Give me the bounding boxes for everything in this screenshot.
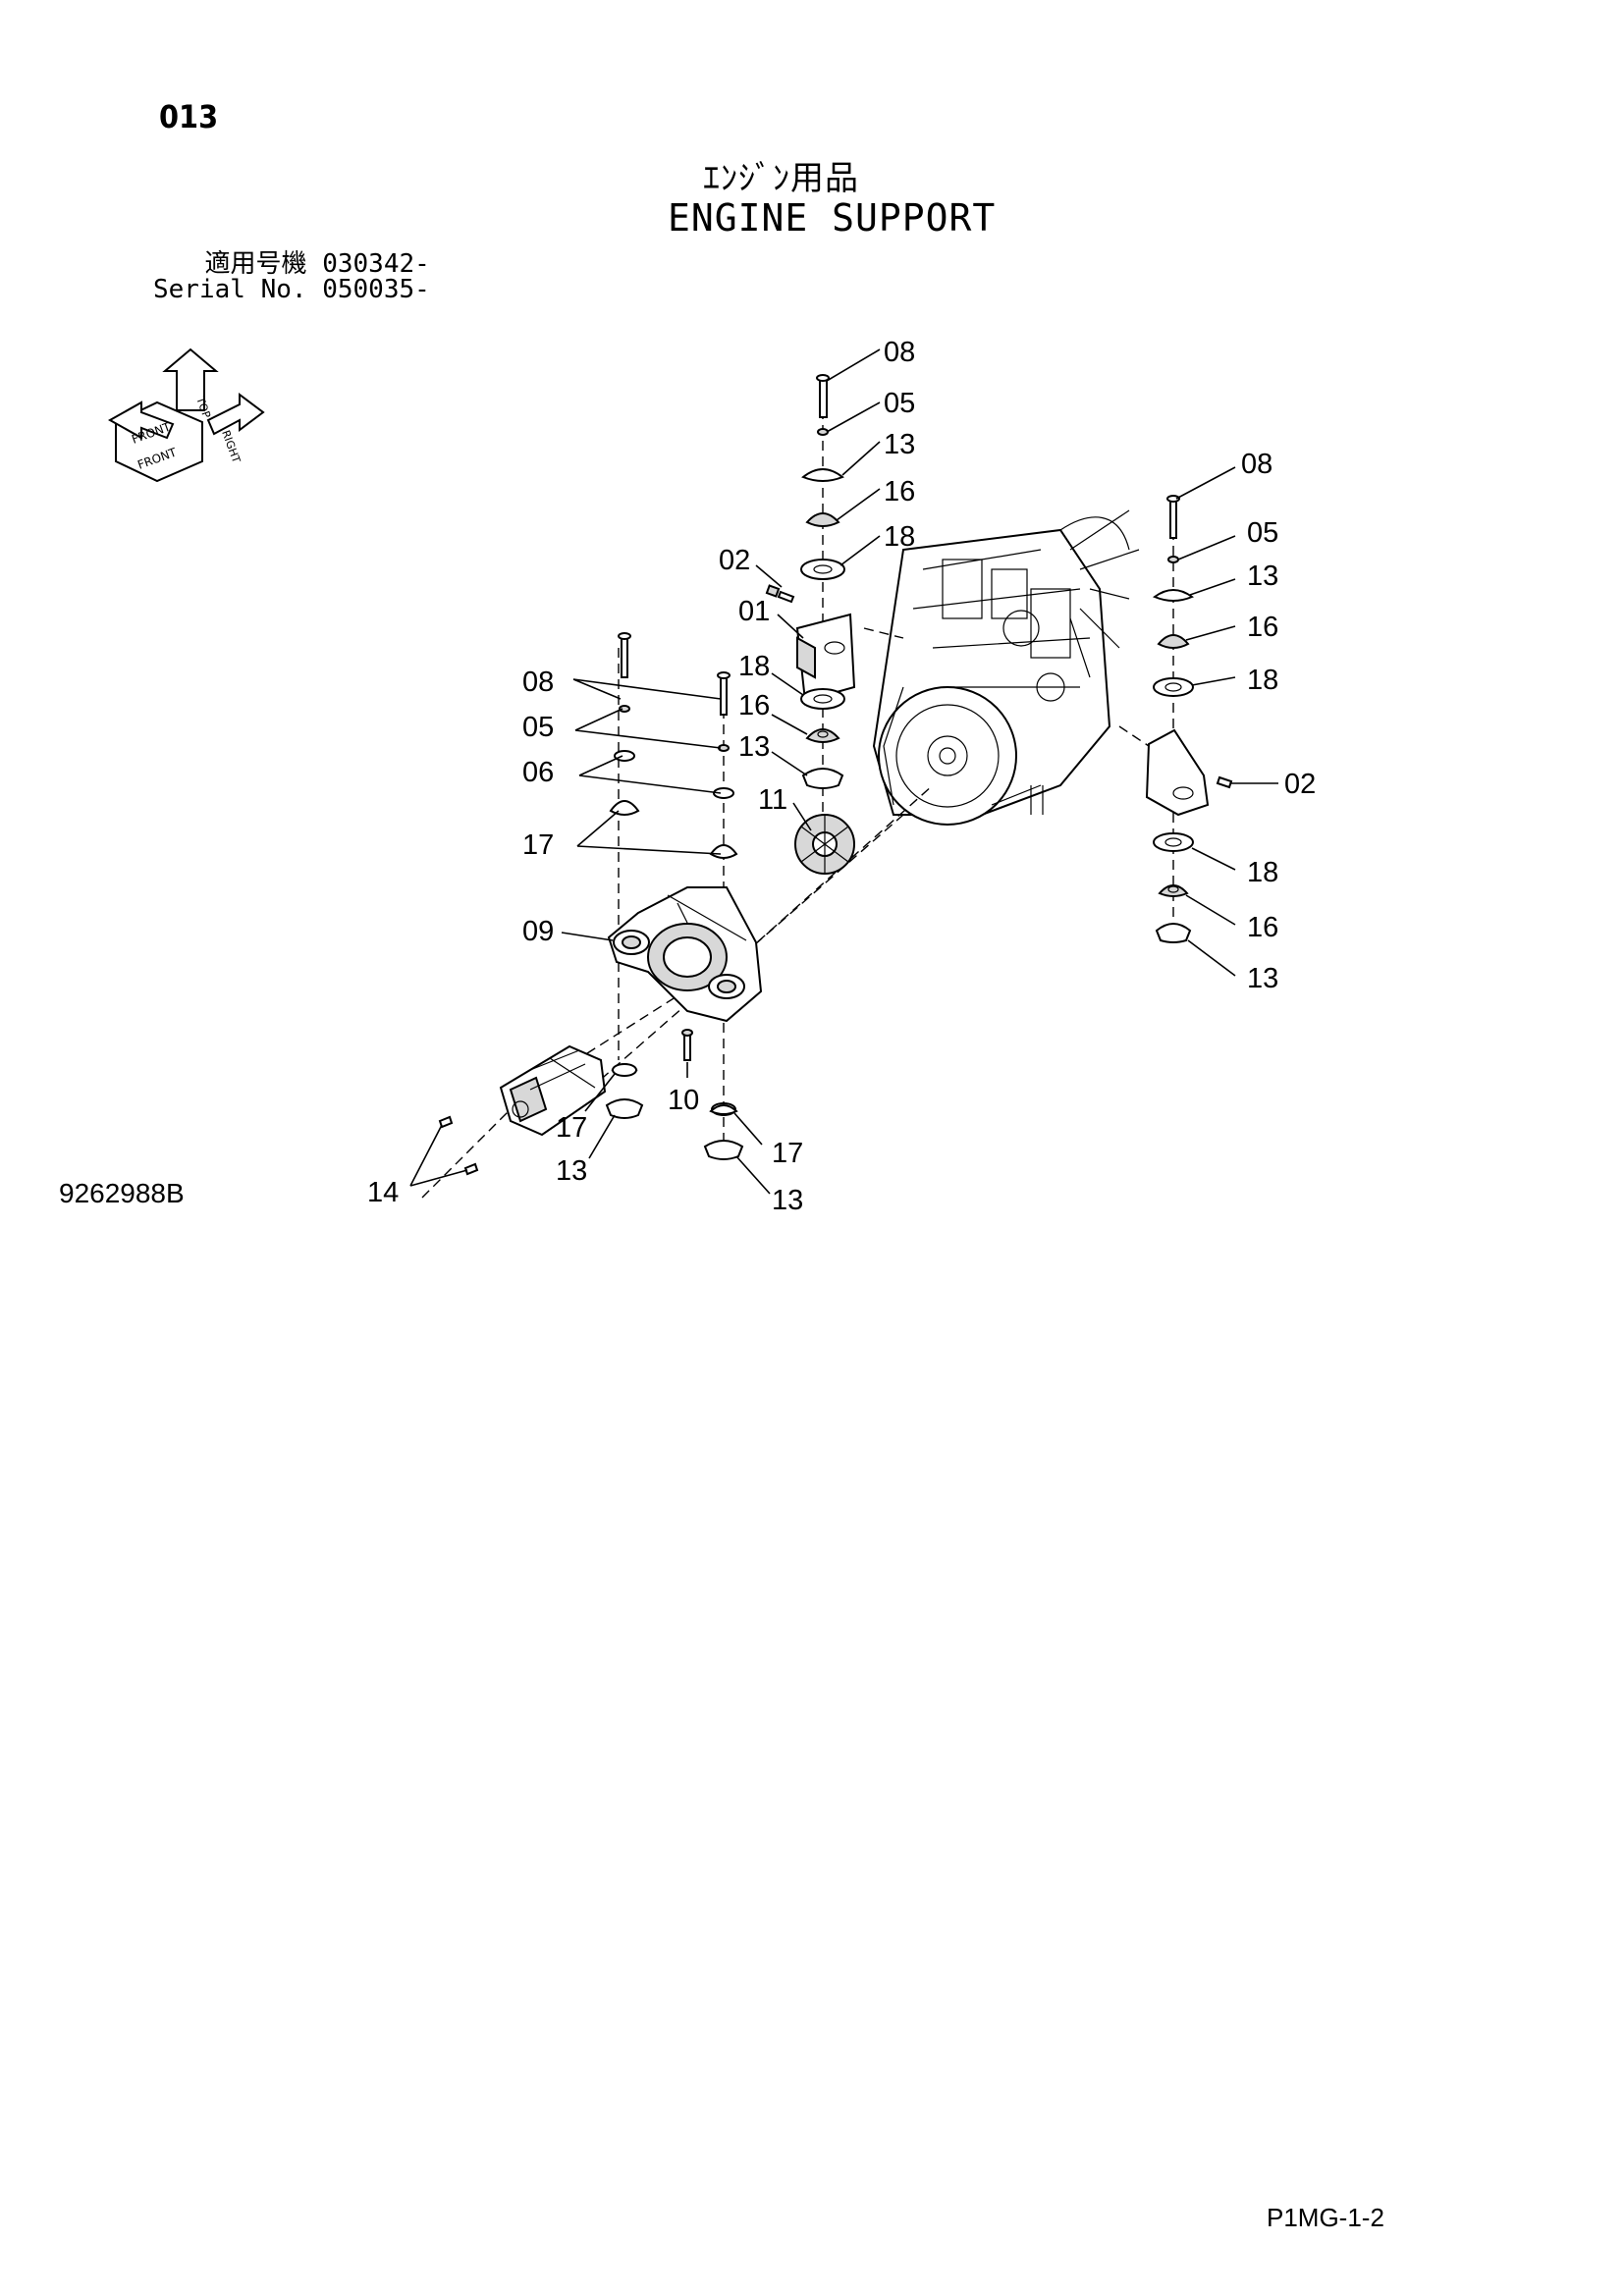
left-bracket (765, 584, 856, 703)
callout-13: 13 (772, 1185, 803, 1216)
callout-17: 17 (772, 1138, 803, 1169)
callout-17: 17 (522, 829, 554, 861)
callout-01: 01 (738, 596, 770, 627)
callout-08: 08 (884, 337, 915, 368)
orientation-icon: FRONT TOP RIGHT FRONT (107, 347, 265, 483)
callout-18: 18 (1247, 857, 1278, 888)
right-mount-stack (1145, 495, 1233, 943)
callout-13: 13 (556, 1155, 587, 1187)
callout-05: 05 (522, 712, 554, 743)
flywheel-housing (607, 886, 763, 1023)
page-number: 013 (159, 98, 219, 135)
serial-label-en: Serial No. (153, 275, 307, 304)
callout-17: 17 (556, 1112, 587, 1144)
center-mid-mount-stack (800, 688, 845, 789)
orientation-label-right: RIGHT (219, 429, 243, 465)
engine-illustration (872, 509, 1140, 826)
callout-05: 05 (1247, 517, 1278, 549)
serial-number-block: 適用号機 030342- Serial No. 050035- (153, 251, 430, 302)
leader-lines (409, 348, 1278, 1195)
callout-02: 02 (719, 545, 750, 576)
drawing-number: 9262988B (59, 1178, 185, 1208)
callout-18: 18 (1247, 665, 1278, 696)
starter-bolts (438, 1115, 479, 1176)
bottom-left-mount-stack (605, 1063, 644, 1119)
callout-09: 09 (522, 916, 554, 947)
page-title: ENGINE SUPPORT (668, 196, 997, 240)
serial-label-jp: 適用号機 (204, 249, 307, 279)
callout-labels: 08 05 13 16 18 02 01 18 16 13 11 08 05 0… (367, 337, 1316, 1216)
bottom-center-mount-stack (703, 1102, 744, 1160)
housing-bolt (681, 1029, 693, 1061)
callout-16: 16 (1247, 912, 1278, 943)
flexible-coupling (794, 814, 855, 875)
callout-13: 13 (884, 429, 915, 460)
callout-13: 13 (1247, 561, 1278, 592)
callout-14: 14 (367, 1177, 399, 1208)
callout-13: 13 (1247, 963, 1278, 994)
callout-11: 11 (758, 784, 787, 816)
callout-16: 16 (1247, 612, 1278, 643)
callout-18: 18 (884, 521, 915, 553)
callout-05: 05 (884, 388, 915, 419)
serial-value-jp: 030342- (322, 249, 430, 279)
serial-row-en: Serial No. 050035- (153, 277, 430, 302)
callout-13: 13 (738, 731, 770, 763)
callout-08: 08 (522, 667, 554, 698)
left-mount-stack (609, 632, 738, 859)
callout-16: 16 (738, 690, 770, 721)
callout-18: 18 (738, 651, 770, 682)
page-title-japanese: ｴﾝｼﾞﾝ用品 (703, 159, 859, 198)
page-code: P1MG-1-2 (1267, 2203, 1384, 2232)
starter-motor (499, 1044, 607, 1137)
callout-10: 10 (668, 1085, 699, 1116)
callout-08: 08 (1241, 449, 1272, 480)
callout-02: 02 (1284, 769, 1316, 800)
callout-06: 06 (522, 757, 554, 788)
center-top-mount-stack (800, 374, 845, 580)
serial-row-jp: 適用号機 030342- (153, 251, 430, 277)
serial-value-en: 050035- (322, 275, 430, 304)
callout-16: 16 (884, 476, 915, 507)
